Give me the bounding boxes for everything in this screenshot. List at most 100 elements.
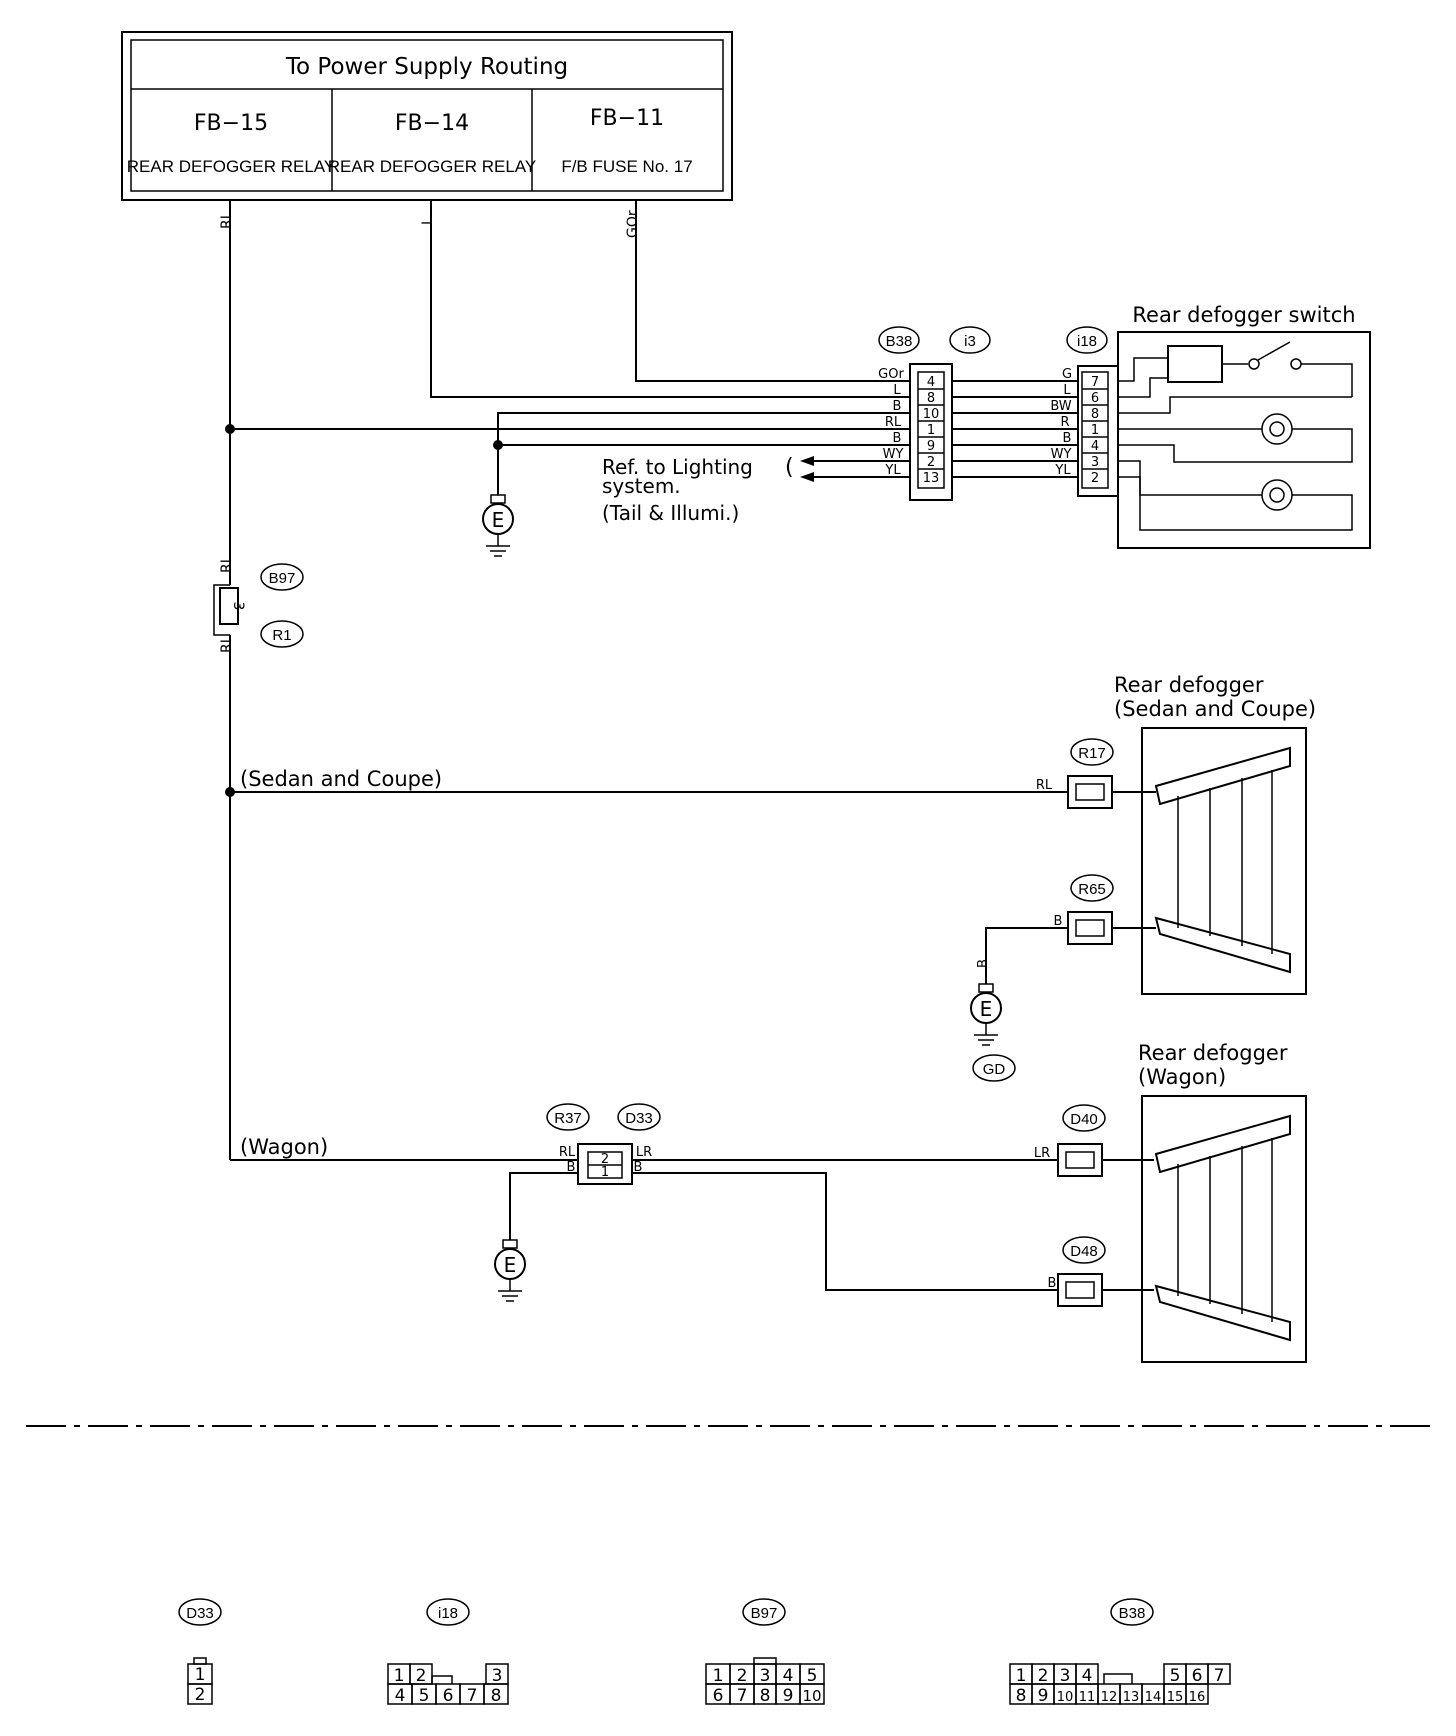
face-pin: 5 xyxy=(419,1686,430,1706)
indicator-lamp-icon xyxy=(1261,479,1293,511)
b38-connector: 4 8 10 1 9 2 13 xyxy=(909,363,953,501)
face-pin: 4 xyxy=(1082,1666,1093,1686)
power-supply-box: To Power Supply Routing FB−15 REAR DEFOG… xyxy=(121,31,733,201)
connector-id-b97: B97 xyxy=(260,563,304,591)
connector-id-text: B97 xyxy=(269,570,296,587)
face-pin: 3 xyxy=(760,1666,771,1686)
connector-id-i3: i3 xyxy=(949,326,991,354)
connector-face-label: B97 xyxy=(751,1605,778,1622)
i18-pin: 1 xyxy=(1091,423,1099,438)
b38-wire-label: YL xyxy=(884,463,901,478)
b38-wire-label: GOr xyxy=(878,367,904,382)
wire-label-l: L xyxy=(420,217,436,225)
b38-pin: 4 xyxy=(927,375,935,390)
face-pin: 14 xyxy=(1145,1690,1162,1705)
connector-id-text: D33 xyxy=(625,1110,653,1127)
wire-label-rl-b97-bottom: RL xyxy=(219,635,235,653)
fb11-desc: F/B FUSE No. 17 xyxy=(561,157,692,176)
wire-label-rl-r17: RL xyxy=(1036,778,1053,793)
d48-connector xyxy=(1057,1273,1154,1307)
ground-symbol-icon: E xyxy=(970,983,1002,1046)
ref-line-3: (Tail & Illumi.) xyxy=(602,501,739,525)
ground-label: E xyxy=(492,508,505,532)
r65-connector xyxy=(1067,911,1156,945)
connector-id-text: i3 xyxy=(964,333,976,350)
b38-pin: 2 xyxy=(927,455,935,470)
b38-pin: 8 xyxy=(927,391,935,406)
ground-symbol-icon: E xyxy=(482,494,514,557)
face-pin: 16 xyxy=(1189,1690,1206,1705)
connector-id-d40: D40 xyxy=(1062,1104,1106,1132)
face-pin: 7 xyxy=(467,1686,478,1706)
b38-wire-label: WY xyxy=(883,447,904,462)
connector-id-text: D40 xyxy=(1070,1111,1098,1128)
face-pin: 1 xyxy=(394,1666,405,1686)
connector-id-gd: GD xyxy=(972,1054,1016,1082)
illumination-lamp-icon xyxy=(1261,413,1293,445)
face-pin: 1 xyxy=(195,1665,206,1685)
i18-wire-label: WY xyxy=(1051,447,1072,462)
wire-label-b-d48: B xyxy=(1048,1276,1057,1291)
face-pin: 5 xyxy=(1170,1666,1181,1686)
face-pin: 5 xyxy=(807,1666,818,1686)
face-pin: 7 xyxy=(737,1686,748,1706)
connector-id-text: R1 xyxy=(272,627,291,644)
face-pin: 7 xyxy=(1214,1666,1225,1686)
connector-id-text: GD xyxy=(983,1061,1006,1078)
wire-label-b-r37: B xyxy=(567,1160,576,1175)
face-pin: 8 xyxy=(1016,1686,1027,1706)
connector-face-d33: D33 1 2 xyxy=(178,1598,222,1705)
b97-pin: 3 xyxy=(230,602,246,611)
b38-pin: 13 xyxy=(923,471,940,486)
b38-pin: 9 xyxy=(927,439,935,454)
ground-symbol-icon: E xyxy=(494,1239,526,1302)
ref-line-1: Ref. to Lighting xyxy=(602,455,753,479)
connector-id-text: i18 xyxy=(1077,333,1097,350)
i18-wire-labels: G L BW R B WY YL xyxy=(1050,367,1072,478)
ground-label: E xyxy=(504,1253,517,1277)
i18-pin: 8 xyxy=(1091,407,1099,422)
face-pin: 12 xyxy=(1101,1690,1118,1705)
b38-pin: 10 xyxy=(923,407,940,422)
face-pin: 9 xyxy=(783,1686,794,1706)
connector-id-text: B38 xyxy=(886,333,913,350)
wire-label-gor: GOr xyxy=(625,210,641,238)
d40-connector xyxy=(1057,1143,1154,1177)
connector-face-b97: B97 1 2 3 4 5 6 7 8 9 10 xyxy=(705,1598,825,1706)
wire-label-lr-d33: LR xyxy=(636,1145,652,1160)
defogger-sedan-title-2: (Sedan and Coupe) xyxy=(1114,697,1316,721)
face-pin: 2 xyxy=(1038,1666,1049,1686)
connector-id-r17: R17 xyxy=(1070,738,1114,766)
face-pin: 15 xyxy=(1167,1690,1184,1705)
connector-id-text: R65 xyxy=(1078,881,1106,898)
d33-pin: 2 xyxy=(601,1152,609,1167)
switch-relay-coil xyxy=(1167,345,1223,383)
connector-face-label: i18 xyxy=(438,1605,458,1622)
rear-defogger-switch: Rear defogger switch xyxy=(1117,303,1371,549)
fb15-desc: REAR DEFOGGER RELAY xyxy=(127,157,335,176)
fb14-desc: REAR DEFOGGER RELAY xyxy=(328,157,536,176)
wire-label-b-r65: B xyxy=(1054,914,1063,929)
face-pin: 10 xyxy=(802,1687,821,1705)
face-pin: 1 xyxy=(713,1666,724,1686)
face-pin: 11 xyxy=(1079,1690,1096,1705)
i18-wire-label: R xyxy=(1060,415,1069,430)
connector-id-r1: R1 xyxy=(260,620,304,648)
wire-label-rl-b97-top: RL xyxy=(219,555,235,573)
face-pin: 9 xyxy=(1038,1686,1049,1706)
r17-connector xyxy=(1067,775,1156,809)
connector-face-b38: B38 1 2 3 4 5 6 7 8 9 10 11 12 13 14 15 … xyxy=(1009,1598,1231,1706)
b97-r1-connector: 3 xyxy=(213,584,246,636)
i18-wire-label: BW xyxy=(1050,399,1071,414)
face-pin: 6 xyxy=(713,1686,724,1706)
defogger-sedan-title-1: Rear defogger xyxy=(1114,673,1264,697)
i18-pin: 4 xyxy=(1091,439,1099,454)
fb11-code: FB−11 xyxy=(590,106,664,131)
face-pin: 6 xyxy=(443,1686,454,1706)
face-pin: 1 xyxy=(1016,1666,1027,1686)
face-pin: 8 xyxy=(760,1686,771,1706)
rear-defogger-wagon: Rear defogger (Wagon) xyxy=(1138,1041,1307,1363)
i18-connector: 7 6 8 1 4 3 2 xyxy=(1077,365,1119,497)
face-pin: 6 xyxy=(1192,1666,1203,1686)
